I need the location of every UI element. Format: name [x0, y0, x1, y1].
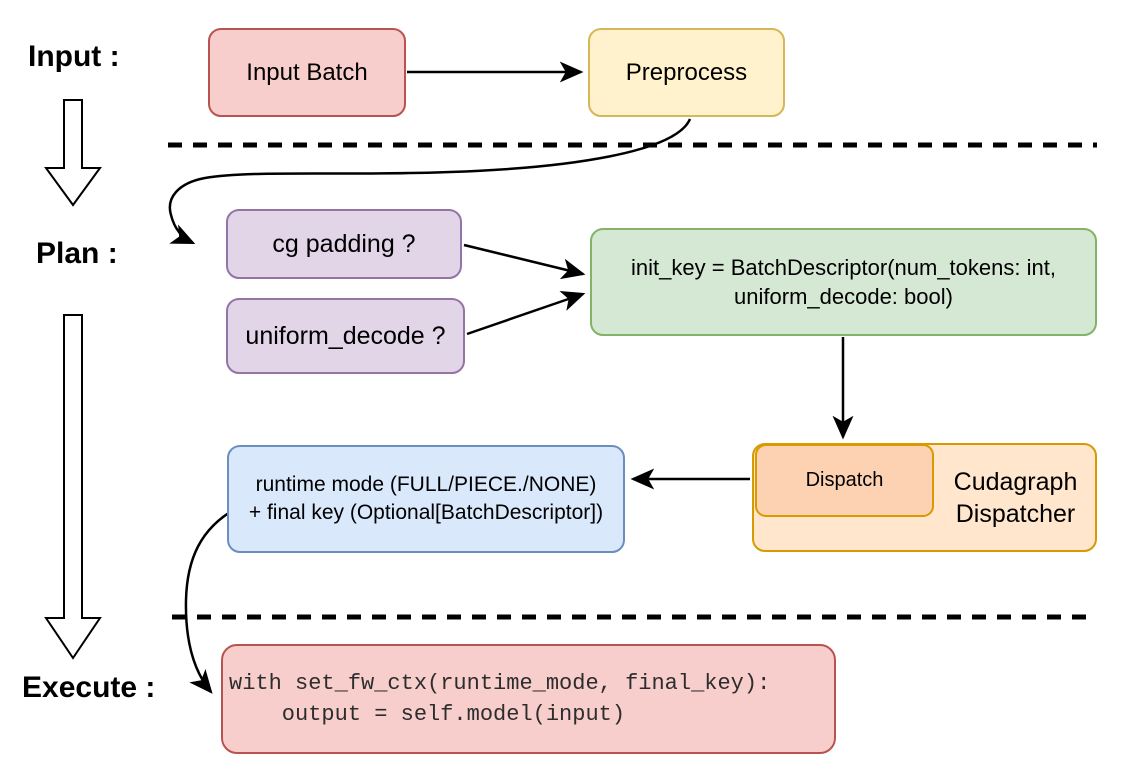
cudagraph-dispatcher-label: Cudagraph Dispatcher [934, 443, 1097, 552]
runtime-mode-line2: + final key (Optional[BatchDescriptor]) [248, 501, 604, 524]
runtime-mode-node: runtime mode (FULL/PIECE./NONE) + final … [227, 445, 625, 553]
init-key-node: init_key = BatchDescriptor(num_tokens: i… [590, 228, 1097, 336]
preprocess-label: Preprocess [625, 58, 748, 86]
init-key-line2: uniform_decode: bool) [734, 284, 953, 309]
uniform-decode-node: uniform_decode ? [226, 298, 465, 374]
cg-padding-node: cg padding ? [226, 209, 462, 279]
dispatch-label: Dispatch [805, 469, 884, 492]
input-batch-node: Input Batch [208, 28, 406, 117]
cg-padding-label: cg padding ? [272, 229, 416, 258]
runtime-mode-line1: runtime mode (FULL/PIECE./NONE) [255, 473, 597, 497]
preprocess-node: Preprocess [588, 28, 785, 117]
uniform-decode-label: uniform_decode ? [245, 321, 446, 350]
cudagraph-label-line2: Dispatcher [955, 499, 1076, 528]
execute-stage-label: Execute : [22, 671, 156, 704]
cudagraph-label-line1: Cudagraph [953, 467, 1078, 496]
arrow-cg-padding-to-init-key [463, 243, 586, 280]
init-key-line1: init_key = BatchDescriptor(num_tokens: i… [631, 254, 1056, 280]
input-batch-label: Input Batch [246, 58, 368, 86]
execute-code-line1: with set_fw_ctx(runtime_mode, final_key)… [229, 670, 771, 696]
stage-arrow-plan-to-execute [44, 314, 102, 660]
arrow-uniform-decode-to-init-key [466, 291, 586, 336]
input-stage-label: Input : [28, 40, 120, 73]
dispatch-node: Dispatch [755, 444, 934, 517]
stage-arrow-input-to-plan [44, 99, 102, 207]
execute-code-line2: output = self.model(input) [229, 702, 626, 727]
plan-stage-label: Plan : [36, 237, 118, 270]
execute-code-node: with set_fw_ctx(runtime_mode, final_key)… [221, 644, 836, 754]
